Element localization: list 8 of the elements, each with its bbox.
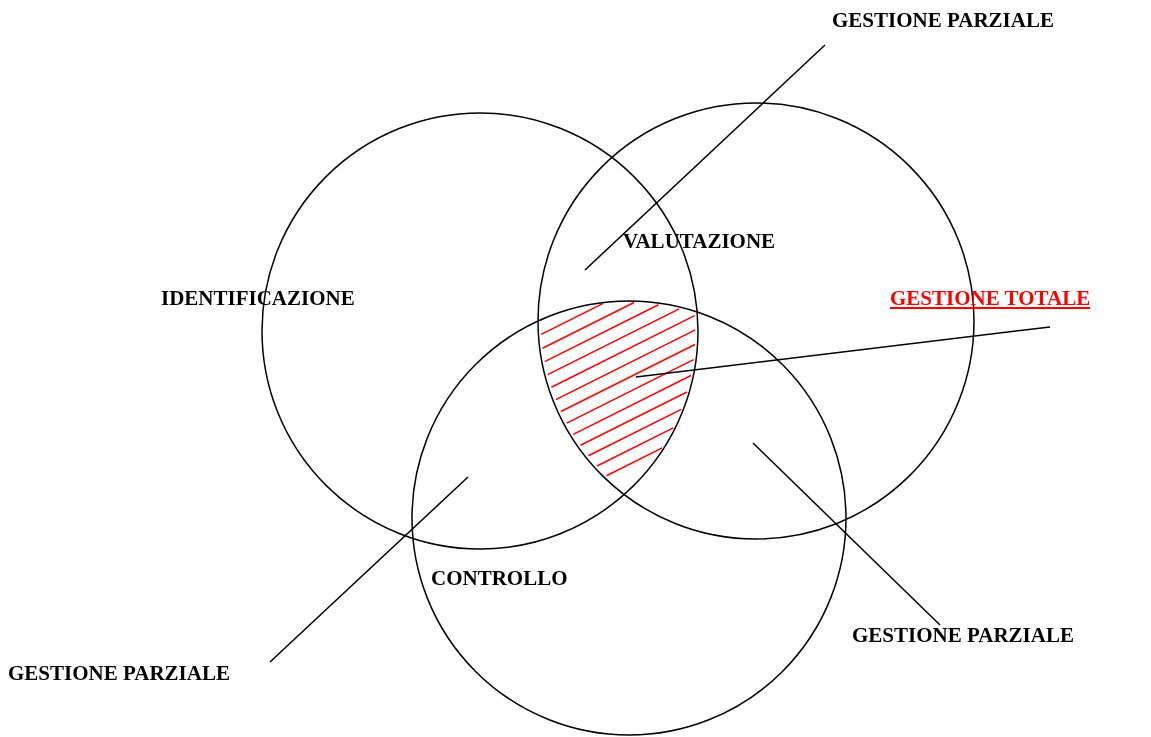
- region-label: GESTIONE PARZIALE: [8, 661, 230, 686]
- leader-line: [635, 326, 1051, 378]
- set-label: CONTROLLO: [431, 566, 568, 591]
- hatched-region: [539, 301, 697, 477]
- leader-line: [584, 44, 826, 271]
- region-label: GESTIONE PARZIALE: [832, 8, 1054, 33]
- region-label: GESTIONE PARZIALE: [852, 623, 1074, 648]
- leader-line: [752, 442, 941, 626]
